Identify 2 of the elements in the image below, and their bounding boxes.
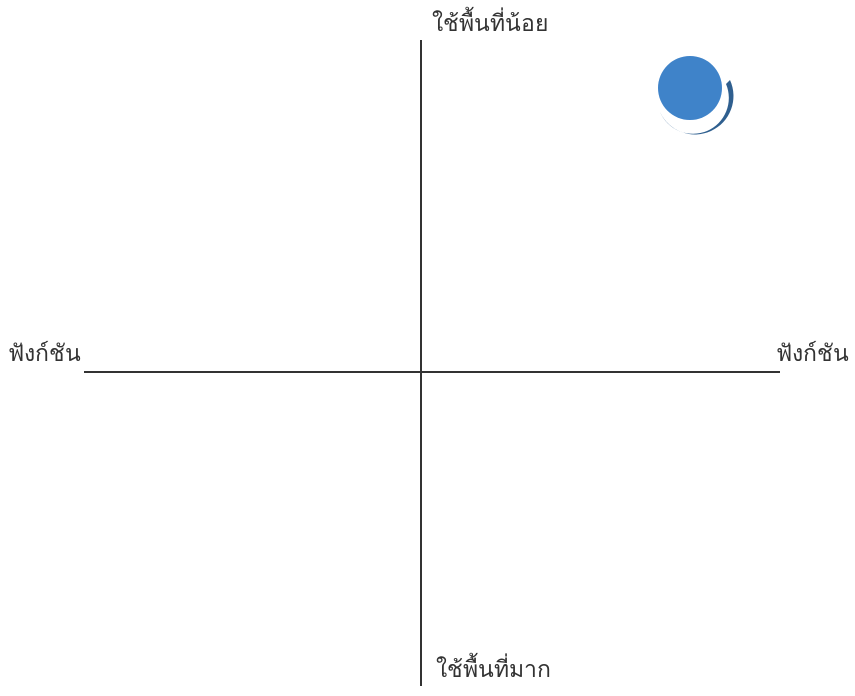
axis-label: ฟังก์ชัน [8, 340, 81, 369]
axis-label: ฟังก์ชัน [776, 340, 849, 369]
